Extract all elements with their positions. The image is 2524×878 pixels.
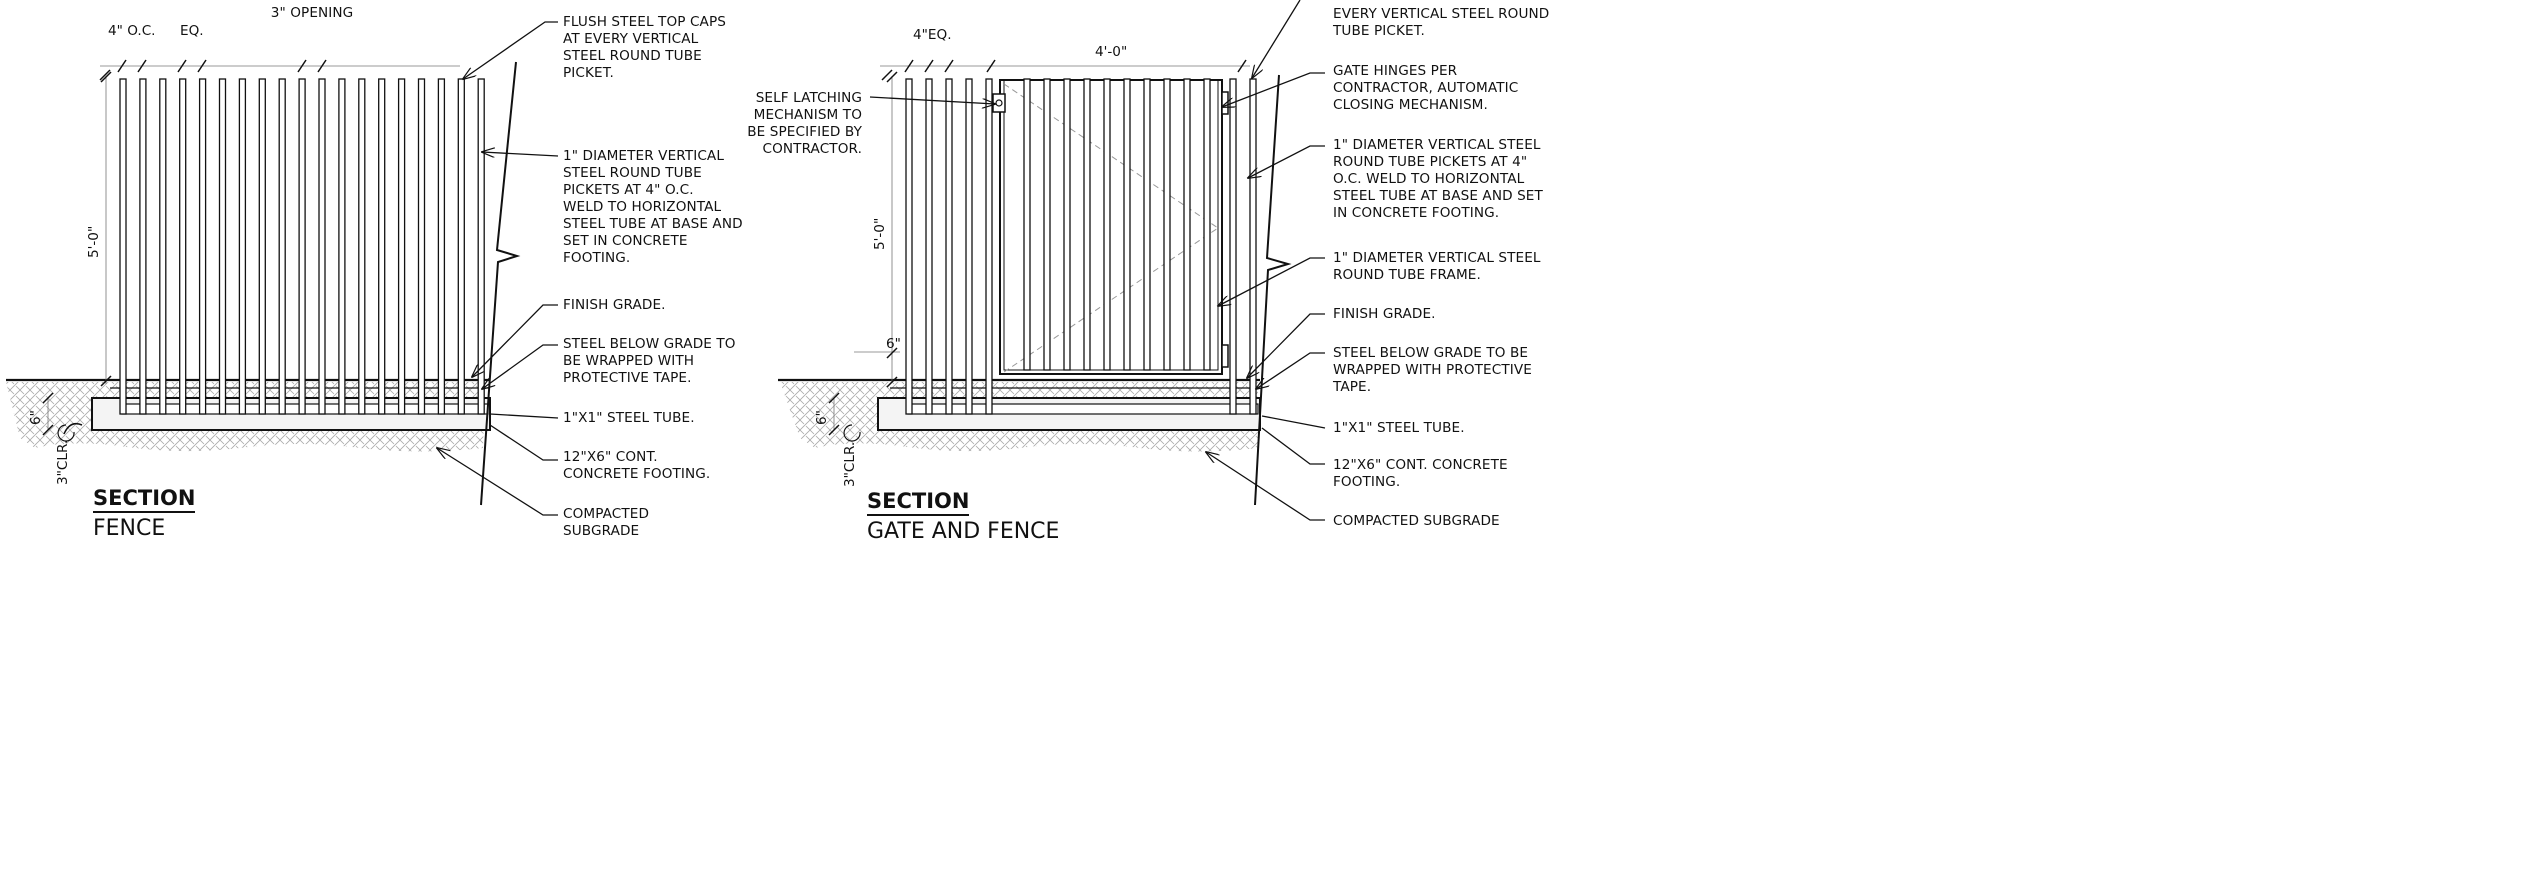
note-frame: 1" DIAMETER VERTICAL STEEL ROUND TUBE FR…	[1333, 250, 1541, 283]
note-finish-grade: FINISH GRADE.	[563, 297, 666, 313]
fence-section-drawing	[6, 59, 521, 506]
hinge-top	[1221, 91, 1229, 115]
fence-picket	[278, 78, 286, 415]
dim-clear-cover-gate: 3"CLR.	[842, 441, 858, 487]
note-pickets-gate: 1" DIAMETER VERTICAL STEEL ROUND TUBE PI…	[1333, 137, 1543, 221]
gate-picket	[1123, 78, 1131, 371]
fence-picket	[437, 78, 446, 415]
dim-gate-width: 4'-0"	[1095, 44, 1128, 60]
dim-footing-depth-gate: 6"	[814, 410, 830, 425]
fence-picket	[238, 78, 247, 415]
fence-picket	[119, 78, 127, 415]
note-finish-grade-gate: FINISH GRADE.	[1333, 306, 1436, 322]
latch-box	[992, 93, 1006, 113]
note-steel-tube-gate: 1"X1" STEEL TUBE.	[1333, 420, 1465, 436]
fence-picket	[417, 78, 426, 415]
note-top-caps: FLUSH STEEL TOP CAPS AT EVERY VERTICAL S…	[563, 14, 726, 81]
hinge-bottom	[1221, 344, 1229, 368]
note-hinges: GATE HINGES PER CONTRACTOR, AUTOMATIC CL…	[1333, 63, 1519, 113]
fence-picket	[198, 78, 207, 415]
gate-leaders	[869, 0, 1326, 521]
dim-height: 5'-0"	[86, 225, 102, 258]
gate-section-title: SECTION	[867, 489, 970, 516]
note-footing-gate: 12"X6" CONT. CONCRETE FOOTING.	[1333, 457, 1508, 490]
note-pickets: 1" DIAMETER VERTICAL STEEL ROUND TUBE PI…	[563, 148, 743, 266]
dim-opening: 3" OPENING	[270, 5, 354, 21]
fence-picket	[298, 78, 306, 415]
fence-picket	[945, 78, 953, 415]
note-subgrade-gate: COMPACTED SUBGRADE	[1333, 513, 1500, 529]
dim-on-center: 4" O.C.	[108, 23, 156, 39]
horizontal-steel-tube-gate	[907, 403, 1259, 415]
fence-picket	[457, 78, 465, 415]
gate-swing-diagonal	[1003, 83, 1219, 373]
gate-picket	[1143, 78, 1151, 371]
break-line	[480, 61, 521, 506]
detail-drawing	[6, 0, 1326, 521]
dim-equal: EQ.	[180, 23, 204, 39]
fence-picket	[258, 78, 266, 415]
note-footing: 12"X6" CONT. CONCRETE FOOTING.	[563, 449, 711, 482]
fence-picket	[338, 78, 346, 415]
section-title: SECTION	[93, 486, 196, 513]
gate-picket	[1063, 78, 1071, 371]
note-protective-tape: STEEL BELOW GRADE TO BE WRAPPED WITH PRO…	[563, 336, 736, 386]
fence-picket	[1249, 78, 1257, 415]
fence-picket	[477, 78, 485, 415]
fence-picket	[218, 78, 227, 415]
dim-clear-cover: 3"CLR.	[55, 439, 71, 485]
gate-section-drawing	[778, 59, 1292, 506]
section-subtitle: FENCE	[93, 516, 166, 541]
note-subgrade: COMPACTED SUBGRADE	[563, 506, 650, 539]
gate-picket	[1023, 78, 1031, 371]
fence-picket	[905, 78, 913, 415]
gate-picket	[1163, 78, 1171, 371]
note-protective-tape-gate: STEEL BELOW GRADE TO BE WRAPPED WITH PRO…	[1333, 345, 1532, 395]
gate-picket	[1103, 78, 1111, 371]
fence-picket	[378, 78, 386, 415]
fence-picket	[985, 78, 993, 415]
break-line-gate	[1254, 74, 1292, 506]
gate-picket	[1203, 78, 1211, 371]
dim-equal-gate: 4"EQ.	[913, 27, 952, 43]
fence-picket	[397, 78, 406, 415]
gate-picket	[1183, 78, 1191, 371]
gate-pickets	[905, 78, 1257, 415]
fence-picket	[318, 78, 326, 415]
fence-picket	[159, 78, 167, 415]
fence-picket	[358, 78, 366, 415]
fence-picket	[965, 78, 973, 415]
dim-above-grade: 6"	[886, 336, 901, 352]
fence-pickets	[119, 78, 485, 415]
note-latch: SELF LATCHING MECHANISM TO BE SPECIFIED …	[747, 90, 862, 157]
gate-section-subtitle: GATE AND FENCE	[867, 519, 1060, 544]
gate-picket	[1043, 78, 1051, 371]
gate-picket	[1083, 78, 1091, 371]
fence-leaders	[437, 21, 559, 516]
note-top-caps-gate: EVERY VERTICAL STEEL ROUND TUBE PICKET.	[1333, 6, 1550, 39]
fence-picket	[139, 78, 147, 415]
fence-picket	[179, 78, 187, 415]
dim-footing-depth: 6"	[28, 410, 44, 425]
dim-height-gate: 5'-0"	[872, 217, 888, 250]
note-steel-tube: 1"X1" STEEL TUBE.	[563, 410, 695, 426]
fence-picket	[925, 78, 933, 415]
fence-picket	[1229, 78, 1237, 415]
